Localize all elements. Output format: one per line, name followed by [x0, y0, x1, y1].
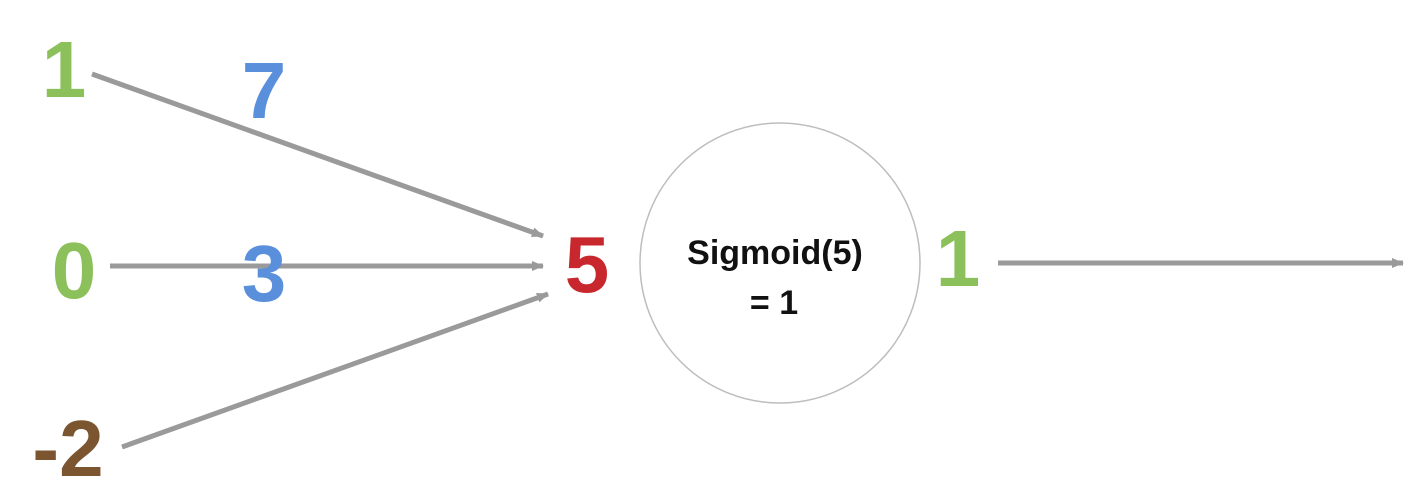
node-label-line2: = 1: [750, 284, 798, 322]
node-label-line1: Sigmoid(5): [687, 234, 863, 272]
neuron-node: [639, 122, 921, 404]
input-3-arrow: [121, 291, 549, 450]
weight-2: 3: [242, 229, 287, 318]
input-2-value: 0: [52, 226, 97, 315]
input-3-value: -2: [32, 404, 103, 493]
input-1-arrow: [91, 71, 544, 239]
weighted-sum: 5: [565, 220, 610, 309]
input-1-value: 1: [42, 25, 87, 114]
output-value: 1: [936, 214, 981, 303]
weight-1: 7: [242, 46, 287, 135]
